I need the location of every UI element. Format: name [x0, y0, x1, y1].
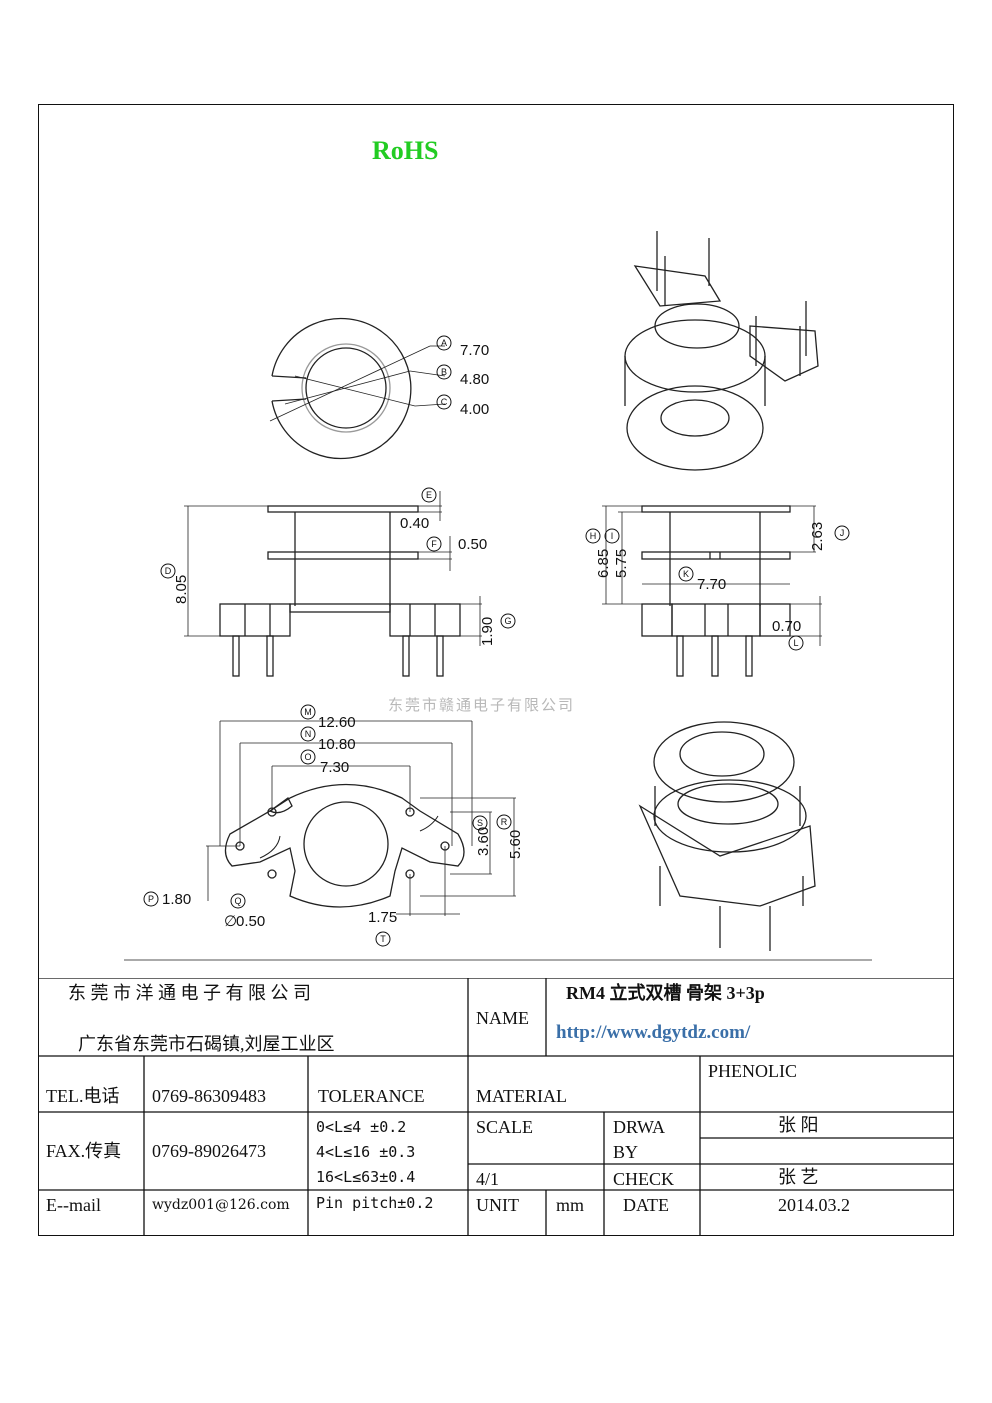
dim-a: 7.70 [460, 342, 489, 359]
unit-label: UNIT [476, 1195, 519, 1215]
side-view [602, 505, 822, 677]
tolerance-label: TOLERANCE [318, 1086, 425, 1106]
title-block: 东 莞 市 洋 通 电 子 有 限 公 司 广东省东莞市石碣镇,刘屋工业区 NA… [38, 978, 954, 1236]
title-block-grid [38, 978, 954, 1236]
svg-text:D: D [165, 566, 172, 576]
material-value: PHENOLIC [708, 1061, 797, 1081]
svg-text:R: R [501, 817, 508, 827]
dim-t: 1.75 [368, 909, 397, 926]
dim-n: 10.80 [318, 736, 356, 753]
svg-text:M: M [304, 707, 312, 717]
isometric-view-bottom [638, 721, 816, 951]
check-value: 张 艺 [778, 1167, 819, 1187]
tel-value: 0769-86309483 [152, 1086, 266, 1106]
top-view-ring [269, 317, 446, 460]
fax-value: 0769-89026473 [152, 1141, 266, 1161]
website-link[interactable]: http://www.dgytdz.com/ [556, 1022, 751, 1043]
unit-value: mm [556, 1195, 585, 1215]
svg-text:F: F [431, 539, 437, 549]
svg-text:T: T [380, 934, 386, 944]
dim-r: 5.60 [507, 830, 524, 859]
rohs-mark: RoHS [372, 136, 439, 165]
svg-text:N: N [305, 729, 312, 739]
svg-text:G: G [504, 616, 511, 626]
svg-text:J: J [840, 528, 845, 538]
dim-o: 7.30 [320, 759, 349, 776]
svg-text:B: B [441, 367, 447, 377]
drawn-by-label-1: DRWA [613, 1117, 666, 1137]
svg-text:S: S [477, 818, 483, 828]
date-label: DATE [623, 1195, 669, 1215]
date-value: 2014.03.2 [778, 1195, 850, 1215]
svg-text:H: H [590, 531, 597, 541]
dim-m: 12.60 [318, 714, 356, 731]
tolerance-row-3: 16<L≤63±0.4 [316, 1168, 416, 1186]
dim-b: 4.80 [460, 371, 489, 388]
dim-q: 0.50 [236, 913, 265, 930]
tolerance-row-4: Pin pitch±0.2 [316, 1194, 434, 1212]
scale-label: SCALE [476, 1117, 534, 1137]
svg-text:I: I [611, 531, 614, 541]
email-value[interactable]: wydz001@126.com [152, 1197, 290, 1213]
drawing-sheet [38, 104, 954, 1236]
dim-j: 2.63 [809, 522, 826, 551]
dim-p: 1.80 [162, 891, 191, 908]
front-view [184, 491, 482, 677]
technical-drawing: A B C D E F G H I J K L M N O S R P Q T 7.70 4.80 4.0… [124, 231, 872, 961]
scale-value: 4/1 [476, 1169, 500, 1189]
dim-l: 0.70 [772, 618, 801, 635]
tolerance-row-1: 0<L≤4 ±0.2 [316, 1118, 407, 1136]
check-label: CHECK [613, 1169, 675, 1189]
dim-s: 3.60 [475, 827, 492, 856]
dim-h: 6.85 [595, 549, 612, 578]
svg-text:O: O [304, 752, 311, 762]
company-name: 东 莞 市 洋 通 电 子 有 限 公 司 [68, 983, 311, 1003]
dim-f: 0.50 [458, 536, 487, 553]
dim-d: 8.05 [173, 575, 190, 604]
watermark: 东莞市赣通电子有限公司 [388, 696, 576, 714]
svg-text:K: K [683, 569, 689, 579]
dim-k: 7.70 [697, 576, 726, 593]
tel-label: TEL.电话 [46, 1086, 120, 1106]
tolerance-row-2: 4<L≤16 ±0.3 [316, 1143, 416, 1161]
svg-text:A: A [441, 338, 447, 348]
dim-q-prefix: ∅ [224, 913, 237, 930]
svg-text:L: L [793, 638, 798, 648]
svg-text:P: P [148, 894, 154, 904]
svg-text:E: E [426, 490, 432, 500]
drawn-by-value: 张 阳 [778, 1115, 819, 1135]
drawn-by-label-2: BY [613, 1142, 639, 1162]
fax-label: FAX.传真 [46, 1141, 122, 1161]
material-label: MATERIAL [476, 1086, 567, 1106]
dim-e: 0.40 [400, 515, 429, 532]
svg-text:C: C [441, 397, 448, 407]
svg-text:Q: Q [234, 896, 241, 906]
name-label: NAME [476, 1008, 529, 1028]
dim-c: 4.00 [460, 401, 489, 418]
dim-i: 5.75 [613, 549, 630, 578]
email-label: E--mail [46, 1195, 101, 1215]
product-name: RM4 立式双槽 骨架 3+3p [566, 983, 765, 1003]
isometric-view-top [624, 231, 819, 471]
company-address: 广东省东莞市石碣镇,刘屋工业区 [78, 1034, 335, 1054]
dim-g: 1.90 [479, 617, 496, 646]
bottom-view [206, 720, 516, 916]
